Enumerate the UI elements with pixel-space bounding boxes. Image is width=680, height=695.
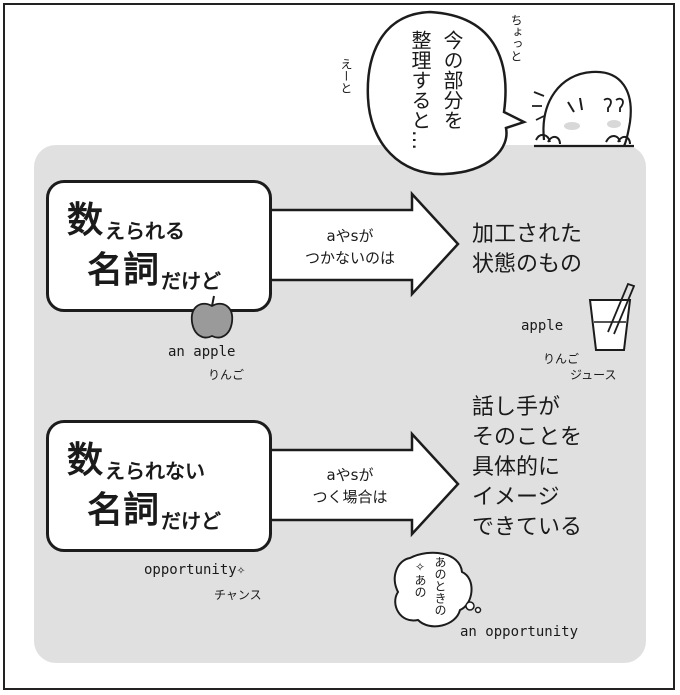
row2-example-ja: チャンス bbox=[214, 588, 262, 602]
uncountable-noun-box: 数 えられない 名詞 だけど bbox=[46, 420, 272, 552]
row1-juice-ja-2: ジュース bbox=[570, 368, 617, 382]
speech-line-1: 今の部分を bbox=[440, 30, 464, 130]
row2-small-2: だけど bbox=[161, 509, 221, 533]
side-word-right: ちょっと bbox=[509, 14, 523, 62]
row2-big-char-2: 名詞 bbox=[87, 490, 160, 531]
row2-arrow-label: aやsが つく場合は bbox=[295, 464, 405, 508]
character-illustration bbox=[532, 70, 634, 148]
speech-bubble bbox=[366, 10, 528, 176]
row2-example-2: an opportunity bbox=[460, 624, 579, 640]
row2-big-char-1: 数 bbox=[67, 440, 104, 481]
row1-result-line-1: 加工された bbox=[472, 222, 583, 247]
thought-line-1: あのときの bbox=[433, 556, 447, 616]
row2-arrow-line-2: つく場合は bbox=[312, 488, 388, 506]
thought-bubble bbox=[393, 551, 482, 628]
thought-line-2: ✧あの bbox=[413, 560, 427, 598]
row2-arrow bbox=[272, 430, 460, 538]
side-word-left: えーと bbox=[339, 58, 353, 94]
row1-arrow-line-1: aやsが bbox=[326, 227, 374, 245]
row1-juice-en: apple bbox=[521, 318, 564, 334]
row1-result: 加工された 状態のもの bbox=[472, 220, 582, 280]
row1-big-char-2: 名詞 bbox=[87, 250, 160, 291]
row1-result-line-2: 状態のもの bbox=[472, 252, 583, 277]
speech-line-2: 整理すると… bbox=[408, 30, 432, 150]
row1-arrow-line-2: つかないのは bbox=[304, 249, 395, 267]
row1-arrow bbox=[272, 190, 460, 298]
row2-result-line-1: 話し手が bbox=[472, 395, 561, 420]
row2-result-line-2: そのことを bbox=[472, 425, 583, 450]
row1-example-ja: りんご bbox=[208, 368, 245, 382]
row2-result-line-5: できている bbox=[472, 515, 583, 540]
row1-small-2: だけど bbox=[161, 269, 221, 293]
row1-small-1: えられる bbox=[105, 219, 185, 243]
row2-result-line-4: イメージ bbox=[472, 485, 560, 510]
row2-result-line-3: 具体的に bbox=[472, 455, 561, 480]
row2-arrow-line-1: aやsが bbox=[326, 466, 374, 484]
juice-glass-icon bbox=[588, 282, 636, 351]
row2-example: opportunity✧ bbox=[144, 562, 246, 578]
row2-result: 話し手が そのことを 具体的に イメージ できている bbox=[472, 393, 582, 543]
row1-arrow-label: aやsが つかないのは bbox=[295, 225, 405, 269]
row1-big-char-1: 数 bbox=[67, 200, 104, 241]
countable-noun-box: 数 えられる 名詞 だけど bbox=[46, 180, 272, 312]
row1-juice-ja-1: りんご bbox=[543, 352, 580, 366]
apple-icon bbox=[190, 295, 234, 339]
row2-small-1: えられない bbox=[105, 459, 205, 483]
row1-example: an apple bbox=[168, 344, 236, 360]
